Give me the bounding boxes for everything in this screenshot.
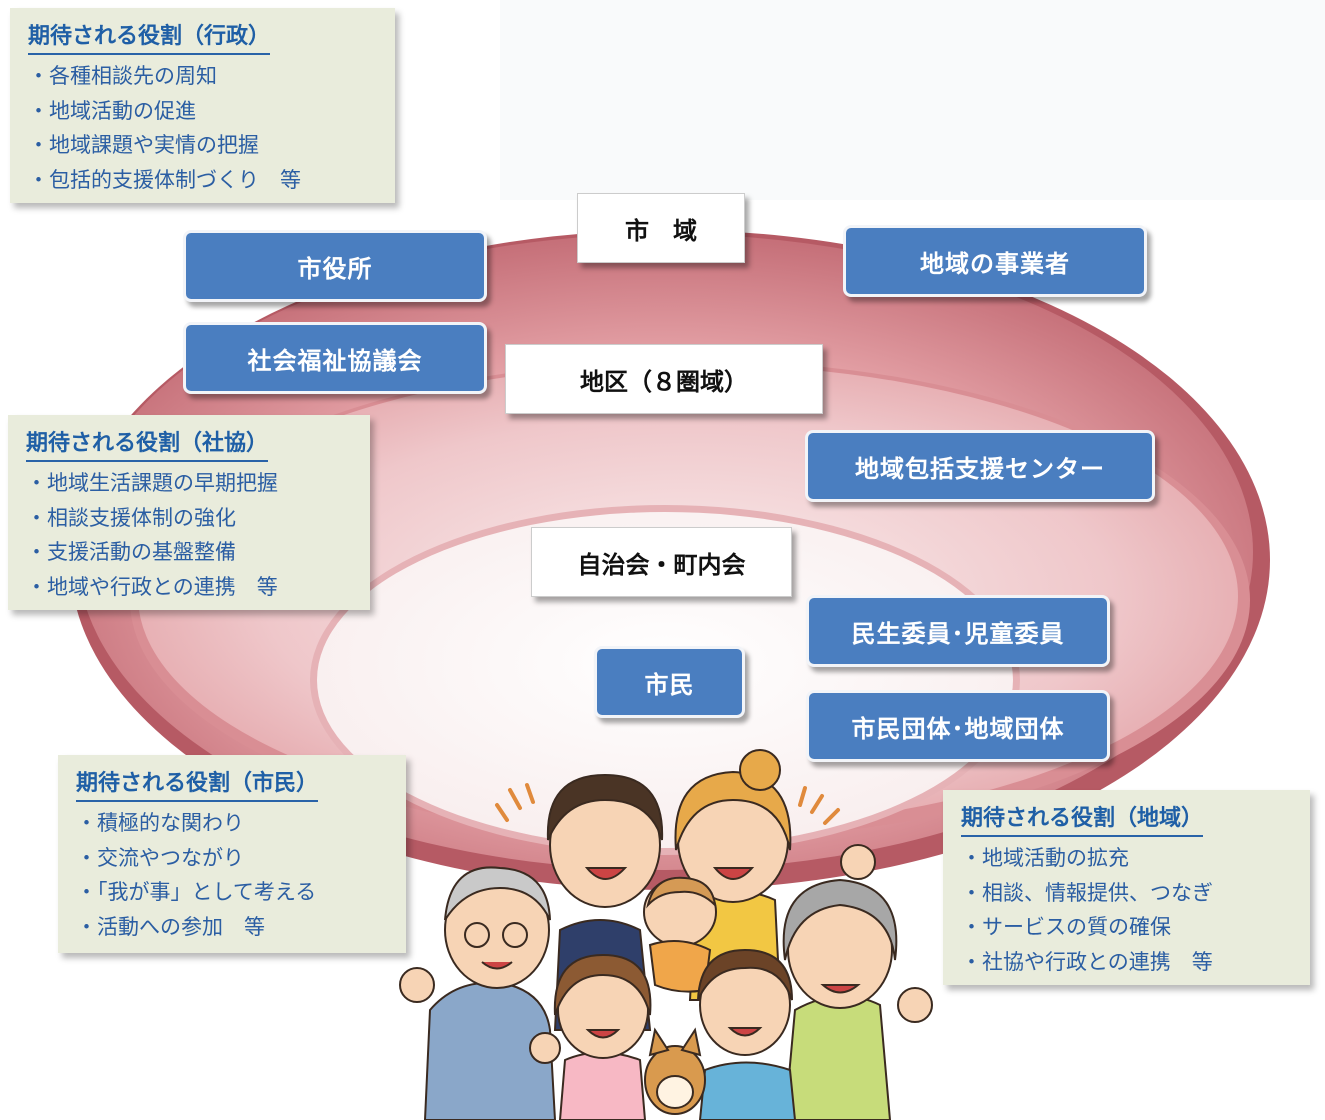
role-item: 地域課題や実情の把握 — [28, 128, 381, 163]
actor-welfare-commissioners: 民生委員･児童委員 — [806, 595, 1110, 667]
level-label-district: 地区（８圏域） — [505, 344, 823, 414]
role-box-shimin: 期待される役割（市民） 積極的な関わり 交流やつながり 「我が事」として考える … — [58, 755, 406, 953]
role-item: 地域活動の促進 — [28, 94, 381, 129]
role-list-chiiki: 地域活動の拡充 相談、情報提供、つなぎ サービスの質の確保 社協や行政との連携 … — [961, 841, 1296, 979]
family-illustration — [399, 749, 933, 1120]
role-list-gyosei: 各種相談先の周知 地域活動の促進 地域課題や実情の把握 包括的支援体制づくり 等 — [28, 59, 381, 197]
grandfather-figure — [399, 866, 557, 1120]
boy-figure — [697, 948, 797, 1120]
backdrop-texture — [500, 0, 1325, 200]
role-title-shakyo: 期待される役割（社協） — [26, 425, 269, 462]
role-item: サービスの質の確保 — [961, 910, 1296, 945]
role-item: 活動への参加 等 — [76, 910, 392, 945]
role-item: 相談、情報提供、つなぎ — [961, 876, 1296, 911]
role-item: 社協や行政との連携 等 — [961, 945, 1296, 980]
role-item: 交流やつながり — [76, 841, 392, 876]
role-list-shakyo: 地域生活課題の早期把握 相談支援体制の強化 支援活動の基盤整備 地域や行政との連… — [26, 466, 356, 604]
role-item: 支援活動の基盤整備 — [26, 535, 356, 570]
role-item: 積極的な関わり — [76, 806, 392, 841]
role-title-shimin: 期待される役割（市民） — [76, 765, 319, 802]
role-item: 包括的支援体制づくり 等 — [28, 163, 381, 198]
girl-figure — [529, 953, 652, 1120]
actor-business: 地域の事業者 — [843, 225, 1147, 297]
grandmother-figure — [782, 878, 933, 1120]
cheer-marks-left — [495, 783, 535, 822]
role-item: 「我が事」として考える — [76, 875, 392, 910]
actor-social-welfare-council: 社会福祉協議会 — [183, 322, 487, 394]
role-title-gyosei: 期待される役割（行政） — [28, 18, 271, 55]
role-box-gyosei: 期待される役割（行政） 各種相談先の周知 地域活動の促進 地域課題や実情の把握 … — [10, 8, 395, 203]
actor-city-hall: 市役所 — [183, 230, 487, 302]
role-item: 相談支援体制の強化 — [26, 501, 356, 536]
level-label-city: 市 域 — [577, 193, 745, 263]
role-box-shakyo: 期待される役割（社協） 地域生活課題の早期把握 相談支援体制の強化 支援活動の基… — [8, 415, 370, 610]
role-item: 地域や行政との連携 等 — [26, 570, 356, 605]
role-item: 地域生活課題の早期把握 — [26, 466, 356, 501]
baby-figure — [643, 876, 717, 993]
actor-citizen-groups: 市民団体･地域団体 — [806, 690, 1110, 762]
role-item: 地域活動の拡充 — [961, 841, 1296, 876]
role-item: 各種相談先の周知 — [28, 59, 381, 94]
role-box-chiiki: 期待される役割（地域） 地域活動の拡充 相談、情報提供、つなぎ サービスの質の確… — [943, 790, 1310, 985]
level-label-neighborhood: 自治会・町内会 — [531, 527, 792, 597]
actor-support-center: 地域包括支援センター — [805, 430, 1155, 502]
dog-figure — [644, 1027, 706, 1115]
role-list-shimin: 積極的な関わり 交流やつながり 「我が事」として考える 活動への参加 等 — [76, 806, 392, 944]
actor-citizens: 市民 — [594, 646, 745, 718]
role-title-chiiki: 期待される役割（地域） — [961, 800, 1204, 837]
cheer-marks-right — [798, 786, 840, 825]
